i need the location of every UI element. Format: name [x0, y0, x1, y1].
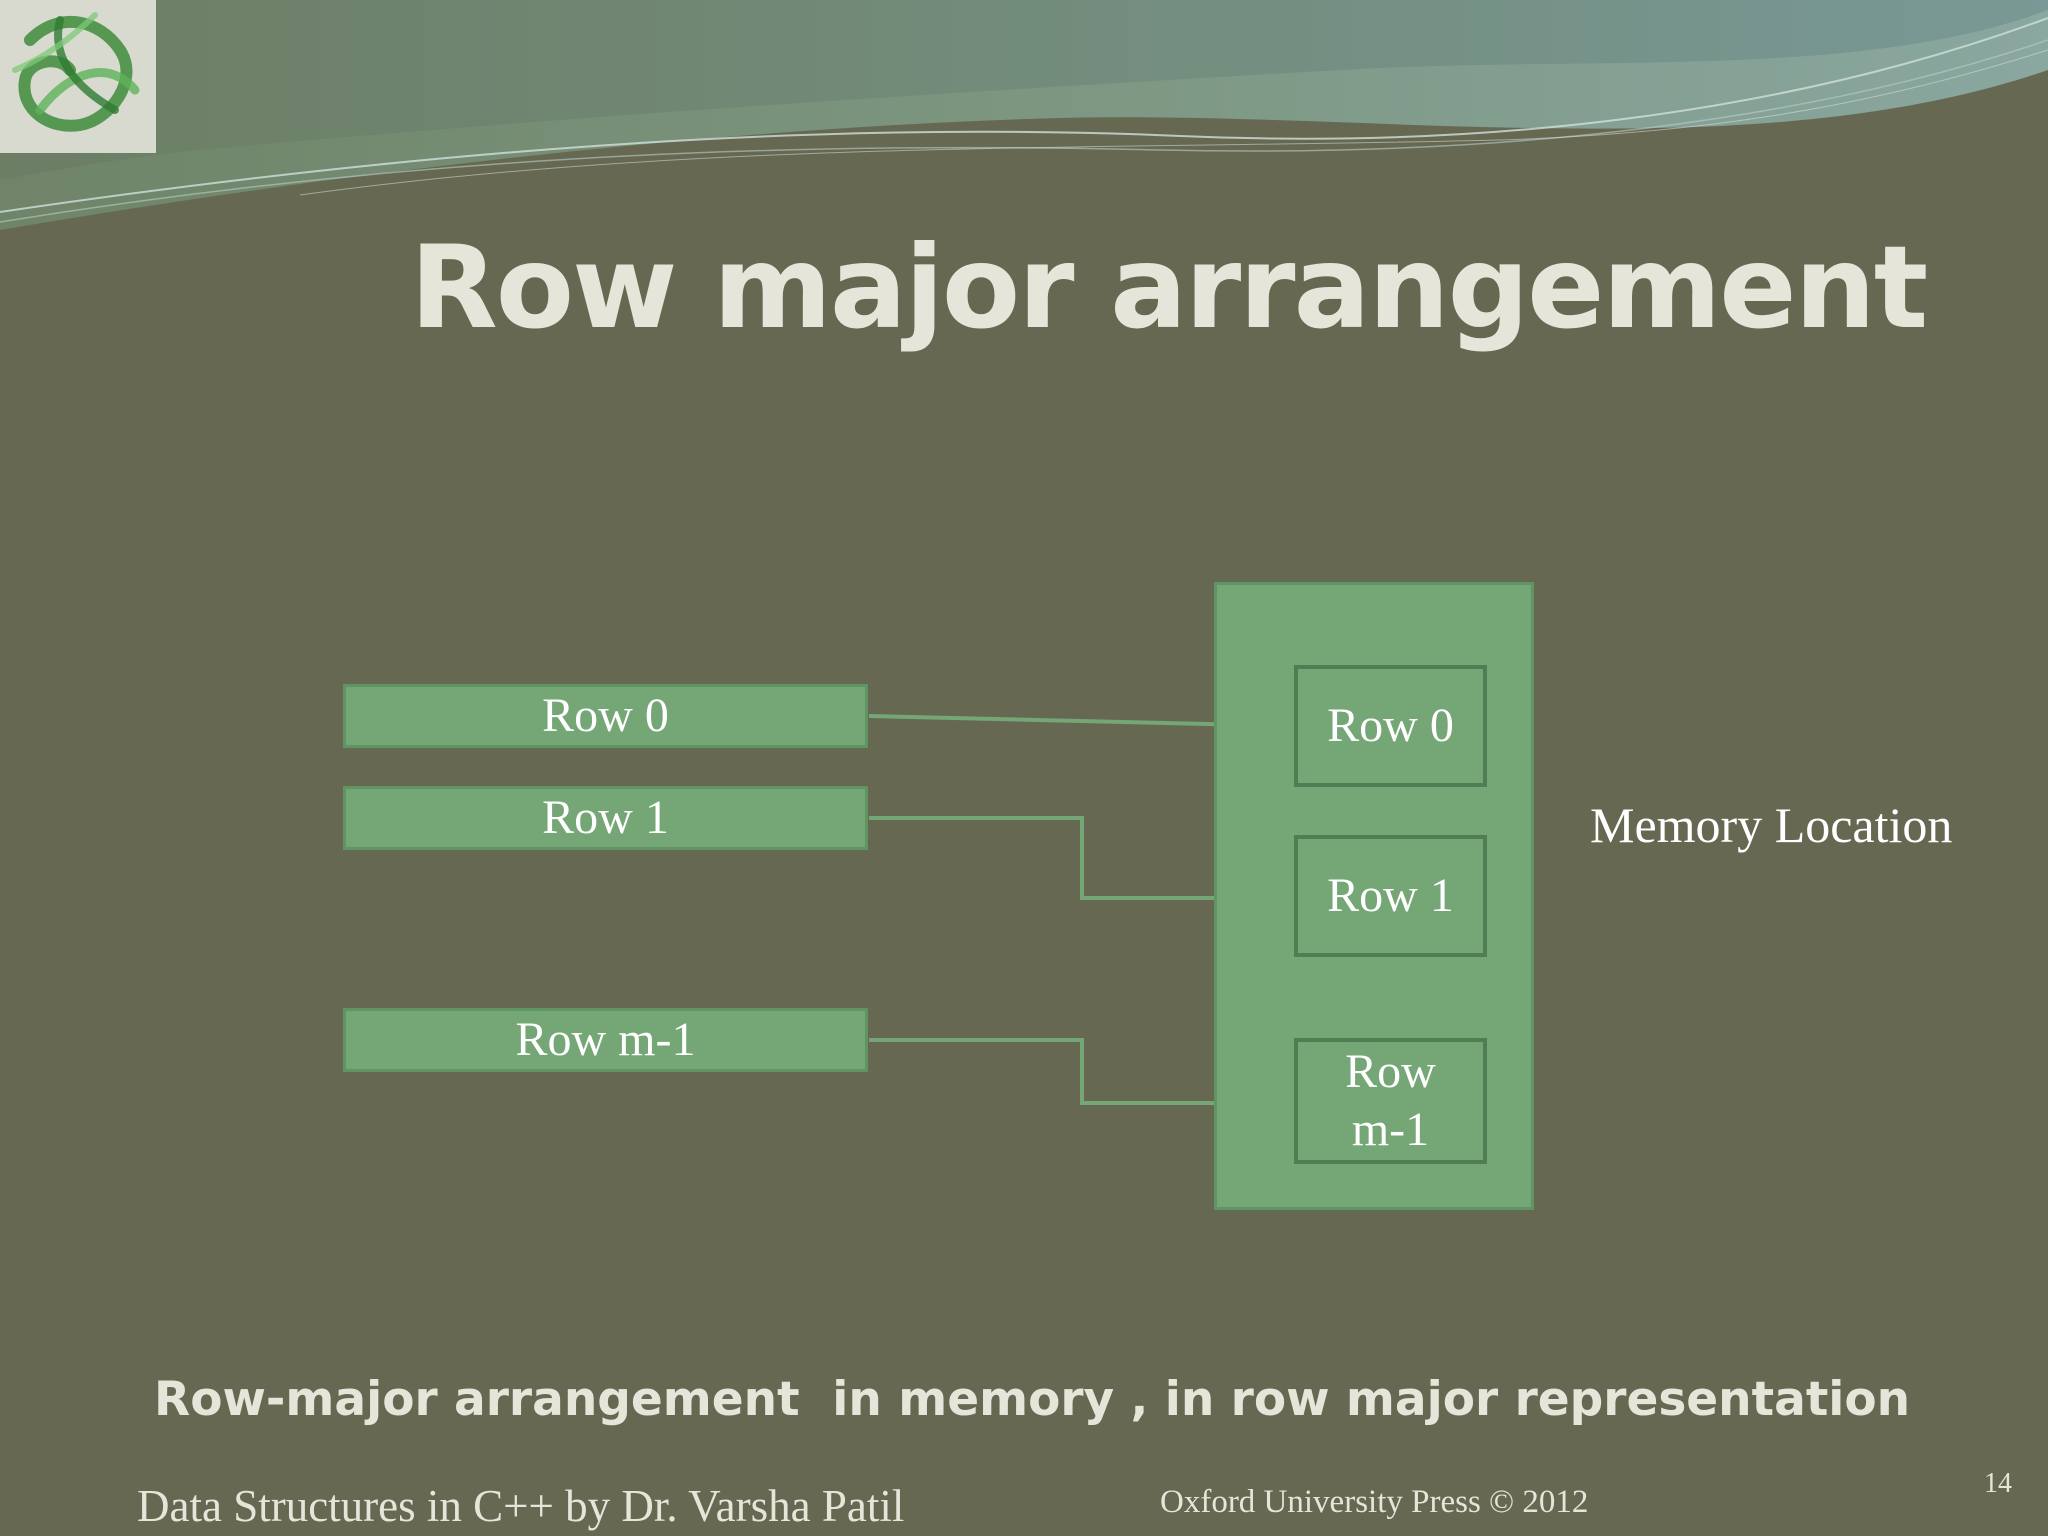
source-row-m-1: Row m-1 — [343, 1008, 868, 1072]
source-row-1: Row 1 — [343, 786, 868, 850]
source-row-0: Row 0 — [343, 684, 868, 748]
logo-image — [0, 0, 156, 153]
slide-title: Row major arrangement — [410, 221, 1928, 354]
memory-location-label: Memory Location — [1590, 797, 1953, 853]
memory-cell-line: Row 0 — [1327, 699, 1454, 753]
memory-cell-line: Row — [1345, 1045, 1436, 1099]
footer-book-title: Data Structures in C++ by Dr. Varsha Pat… — [137, 1481, 905, 1531]
header-wave-decoration — [0, 0, 2048, 230]
memory-cell-line: m-1 — [1351, 1103, 1430, 1156]
slide-caption: Row-major arrangement in memory , in row… — [154, 1372, 1911, 1427]
memory-cell-row-0: Row 0 — [1294, 665, 1487, 787]
memory-cell-line: Row 1 — [1327, 869, 1454, 923]
footer-publisher: Oxford University Press © 2012 — [1160, 1484, 1589, 1520]
page-number: 14 — [1984, 1468, 2012, 1499]
arrow-row-1 — [869, 816, 1290, 898]
arrow-row-m-1 — [869, 1038, 1290, 1103]
memory-cell-row-m-1: Row m-1 — [1294, 1038, 1487, 1164]
memory-cell-row-1: Row 1 — [1294, 835, 1487, 957]
glass-sculpture-icon — [0, 0, 156, 153]
